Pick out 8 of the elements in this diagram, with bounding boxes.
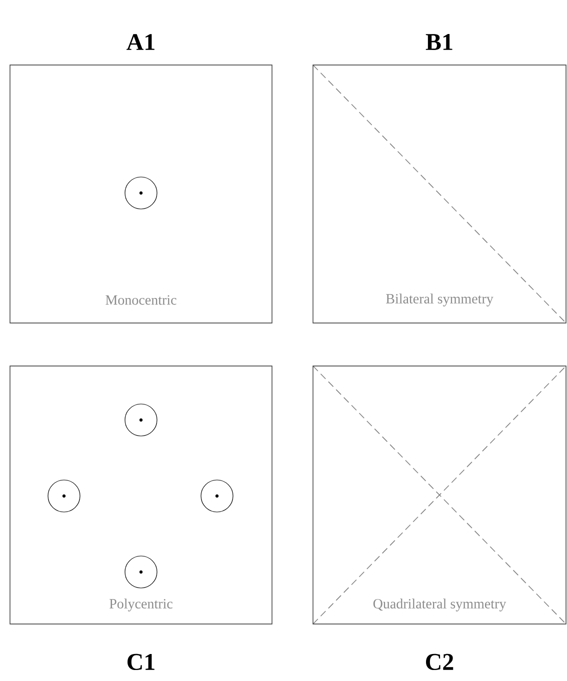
panel-title: A1: [126, 34, 154, 50]
panel-title: B1: [426, 34, 452, 50]
panel-label: Polycentric: [108, 598, 174, 612]
panel-label: Quadrilateral symmetry: [372, 598, 508, 612]
panel-label: Bilateral symmetry: [384, 292, 494, 308]
panel-title: C1: [128, 654, 154, 670]
panel-label: Monocentric: [104, 294, 178, 306]
panel-title: C2: [426, 654, 454, 670]
